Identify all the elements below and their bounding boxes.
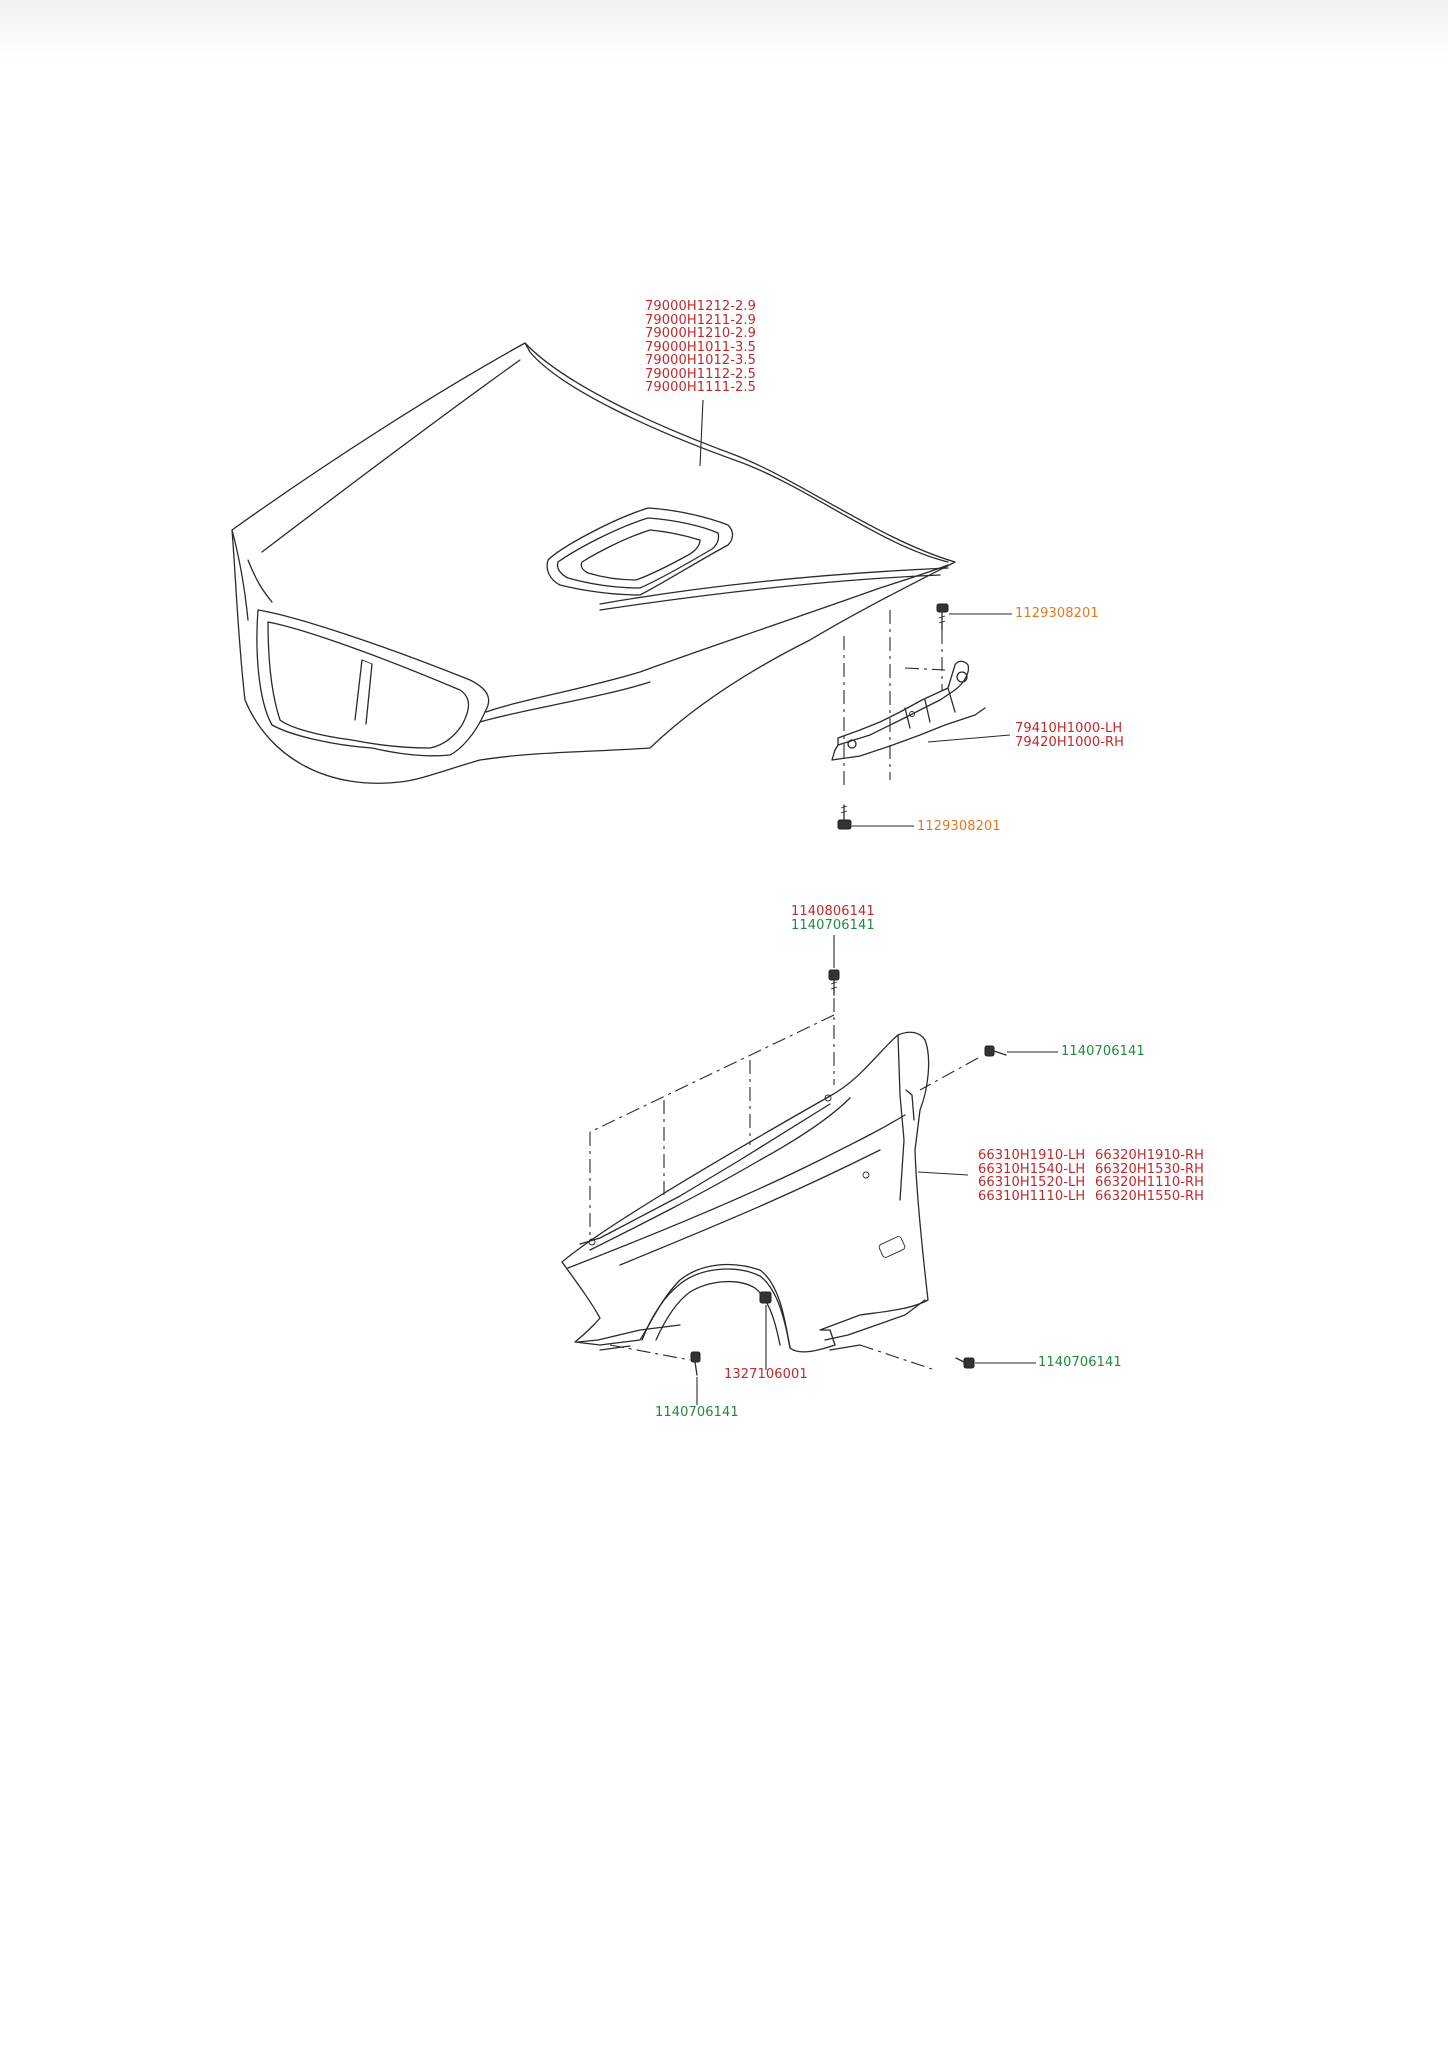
fender-bolt-top-icon	[828, 935, 840, 996]
hood-part-number: 79000H1011-3.5	[645, 339, 756, 355]
fender-part-number-lh: 66310H1520-LH	[978, 1175, 1086, 1190]
hinge-bolt-top-icon	[936, 603, 1012, 631]
hood-hinge-drawing	[831, 603, 1012, 830]
hinge-bolt-bottom-icon	[837, 804, 914, 830]
fender-part-numbers-rh: 66320H1910-RH 66320H1530-RH 66320H1110-R…	[1095, 1149, 1204, 1203]
hinge-bolt-bottom-label: 1129308201	[917, 819, 1001, 834]
hood-part-number: 79000H1210-2.9	[645, 326, 756, 341]
fender-top-bolt-labels: 1140806141 1140706141	[791, 905, 875, 932]
fender-bottom-right-bolt-label: 1140706141	[1038, 1355, 1122, 1370]
fender-part-number-rh: 66320H1910-RH	[1095, 1148, 1205, 1163]
fender-top-bolt-number: 1140806141	[791, 904, 875, 919]
fender-part-number-rh: 66320H1110-RH	[1095, 1175, 1205, 1190]
fender-rear-bolt-label: 1140706141	[1061, 1044, 1145, 1059]
hinge-part-numbers: 79410H1000-LH 79420H1000-RH	[1015, 722, 1124, 749]
hood-part-numbers: 79000H1212-2.9 79000H1211-2.9 79000H1210…	[645, 300, 756, 395]
fender-clip-icon	[759, 1291, 772, 1370]
hinge-bolt-top-label: 1129308201	[1015, 606, 1099, 621]
scan-header-smudge	[0, 0, 1448, 60]
fender-bolt-front-icon	[690, 1351, 701, 1405]
hood-part-number: 79000H1111-2.5	[645, 380, 756, 395]
fender-part-numbers-lh: 66310H1910-LH 66310H1540-LH 66310H1520-L…	[978, 1149, 1085, 1203]
hinge-part-number: 79420H1000-RH	[1015, 734, 1125, 750]
hinge-part-number: 79410H1000-LH	[1015, 721, 1123, 736]
hood-part-number: 79000H1212-2.9	[645, 299, 756, 314]
hood-part-number: 79000H1112-2.5	[645, 366, 756, 382]
fender-part-number-rh: 66320H1530-RH	[1095, 1161, 1205, 1177]
fender-bolt-rear-icon	[984, 1045, 1058, 1057]
hood-part-number: 79000H1012-3.5	[645, 353, 756, 368]
fender-top-bolt-number: 1140706141	[791, 917, 875, 933]
hood-part-number: 79000H1211-2.9	[645, 312, 756, 328]
fender-part-number-lh: 66310H1540-LH	[978, 1161, 1086, 1177]
fender-front-bolt-label: 1140706141	[655, 1405, 739, 1420]
fender-part-number-lh: 66310H1910-LH	[978, 1148, 1086, 1163]
hood-drawing	[231, 342, 956, 784]
fender-clip-label: 1327106001	[724, 1367, 808, 1382]
fender-part-number-rh: 66320H1550-RH	[1095, 1188, 1205, 1204]
fender-part-number-lh: 66310H1110-LH	[978, 1188, 1086, 1204]
fender-drawing	[561, 935, 1058, 1405]
fender-bolt-bottom-right-icon	[955, 1357, 1036, 1369]
